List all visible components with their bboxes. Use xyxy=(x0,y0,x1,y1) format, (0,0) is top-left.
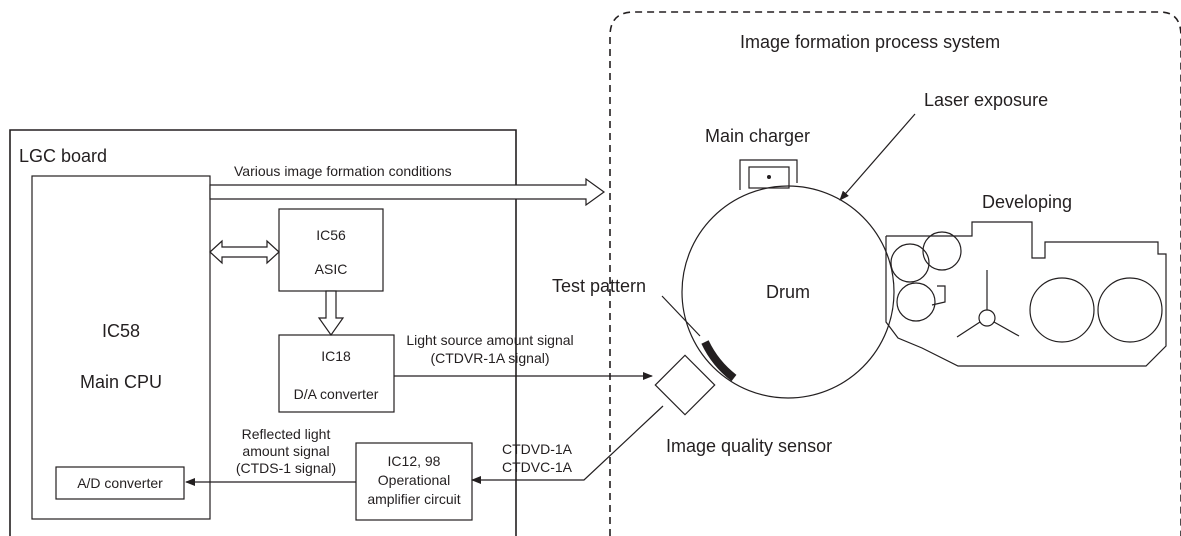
laser-exposure-arrow xyxy=(839,113,916,201)
developing-label: Developing xyxy=(982,192,1072,212)
process-system-dashed-frame xyxy=(609,11,1181,536)
main-cpu-chip: IC58 xyxy=(102,321,140,341)
opamp-block xyxy=(355,442,473,521)
asic-da-down-arrow xyxy=(317,290,345,337)
ad-converter-label: A/D converter xyxy=(77,475,163,491)
asic-block xyxy=(278,208,384,292)
laser-exposure-label: Laser exposure xyxy=(924,90,1048,110)
opamp-line2: amplifier circuit xyxy=(367,491,460,507)
lgc-board-title: LGC board xyxy=(19,146,107,166)
image-quality-sensor xyxy=(654,354,716,416)
main-charger-label: Main charger xyxy=(705,126,810,146)
ctdvd-label: CTDVD-1A xyxy=(502,441,573,457)
developing-unit xyxy=(885,221,1167,367)
reflected-label-1: Reflected light xyxy=(242,426,331,442)
da-converter-block xyxy=(278,334,395,413)
reflected-label-2: amount signal xyxy=(242,443,329,459)
asic-name: ASIC xyxy=(315,261,348,277)
lgc-board: LGC board IC58 Main CPU A/D converter IC… xyxy=(9,129,517,536)
test-pattern-leader xyxy=(661,295,701,337)
opamp-line1: Operational xyxy=(378,472,450,488)
main-cpu-block xyxy=(31,175,211,520)
main-charger xyxy=(739,159,798,190)
test-pattern-band xyxy=(701,340,737,382)
conditions-label: Various image formation conditions xyxy=(234,163,452,179)
ad-converter-block xyxy=(55,466,185,500)
image-quality-sensor-label: Image quality sensor xyxy=(666,436,832,456)
drum xyxy=(681,185,895,399)
cpu-asic-double-arrow xyxy=(209,239,280,265)
process-system-title: Image formation process system xyxy=(740,32,1000,52)
ctdvc-label: CTDVC-1A xyxy=(502,459,573,475)
da-converter-chip: IC18 xyxy=(321,348,351,364)
test-pattern-label: Test pattern xyxy=(552,276,646,296)
light-source-label-2: (CTDVR-1A signal) xyxy=(430,350,549,366)
asic-chip: IC56 xyxy=(316,227,346,243)
reflected-label-3: (CTDS-1 signal) xyxy=(236,460,336,476)
process-system: Image formation process system Drum Test… xyxy=(552,11,1181,536)
lgc-board-frame xyxy=(9,129,517,536)
main-cpu-name: Main CPU xyxy=(80,372,162,392)
opamp-chip: IC12, 98 xyxy=(388,453,441,469)
conditions-hollow-arrow xyxy=(209,177,606,207)
drum-label: Drum xyxy=(766,282,810,302)
ctdvd-signal-line xyxy=(471,405,664,484)
light-source-label-1: Light source amount signal xyxy=(406,332,573,348)
da-converter-name: D/A converter xyxy=(294,386,379,402)
